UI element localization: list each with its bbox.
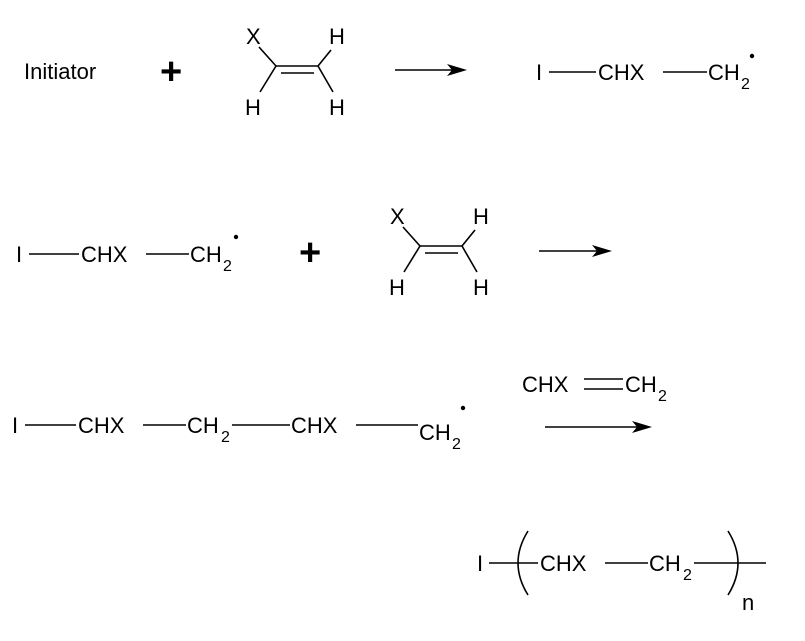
radical-dot [749, 53, 755, 59]
ch2-group: CH [649, 551, 681, 576]
right-bracket [727, 530, 739, 596]
monomer-h-atom: H [245, 95, 261, 120]
ch2-group: CH [190, 242, 222, 267]
initiator-i-atom: I [12, 413, 18, 438]
chx-group: CHX [540, 551, 587, 576]
subscript-2: 2 [223, 258, 232, 275]
initiator-i-atom: I [477, 551, 483, 576]
radical-dot [460, 405, 466, 411]
monomer-reagent: CHX CH 2 [522, 372, 667, 405]
single-bond [258, 46, 277, 67]
monomer-h-atom: H [389, 275, 405, 300]
vinyl-monomer: X H H H [389, 204, 489, 300]
chx-group: CHX [291, 413, 338, 438]
monomer-x-atom: X [390, 204, 405, 229]
monomer-x-atom: X [246, 24, 261, 49]
initiator-i-atom: I [536, 60, 542, 85]
vinyl-monomer: X H H H [245, 24, 345, 120]
radical-dot [233, 234, 239, 240]
plus-sign: + [299, 232, 321, 274]
chx-group: CHX [598, 60, 645, 85]
subscript-2: 2 [221, 429, 230, 446]
reaction-arrow [545, 421, 652, 433]
single-bond [259, 65, 277, 93]
step1-row: Initiator + X H H H I CHX CH 2 [24, 24, 755, 120]
monomer-h-atom: H [473, 204, 489, 229]
monomer-h-atom: H [329, 95, 345, 120]
plus-sign: + [160, 51, 182, 93]
step2-row: I CHX CH 2 + X H H H [16, 204, 612, 300]
subscript-2: 2 [683, 567, 692, 584]
subscript-2: 2 [452, 436, 461, 453]
initiator-i-atom: I [16, 242, 22, 267]
chx-group: CHX [522, 372, 569, 397]
single-bond [317, 49, 332, 67]
subscript-2: 2 [741, 76, 750, 93]
chx-group: CHX [78, 413, 125, 438]
initiator-label: Initiator [24, 59, 96, 84]
growing-chain: I CHX CH 2 CHX CH 2 [12, 405, 466, 453]
monomer-h-atom: H [473, 275, 489, 300]
reactant-radical: I CHX CH 2 [16, 234, 239, 275]
ch2-group: CH [187, 413, 219, 438]
step3-row: I CHX CH 2 CHX CH 2 CHX CH 2 [12, 372, 667, 453]
reaction-arrow [395, 64, 467, 76]
ch2-group: CH [708, 60, 740, 85]
left-bracket [517, 530, 529, 596]
product-radical: I CHX CH 2 [536, 53, 755, 93]
ch2-group: CH [625, 372, 657, 397]
subscript-2: 2 [658, 388, 667, 405]
step4-row: I CHX CH 2 n [477, 530, 766, 615]
repeat-count-n: n [742, 590, 754, 615]
single-bond [317, 65, 334, 93]
polymer-product: I CHX CH 2 n [477, 530, 766, 615]
reaction-arrow [539, 245, 612, 257]
monomer-h-atom: H [329, 24, 345, 49]
ch2-group: CH [419, 420, 451, 445]
chx-group: CHX [81, 242, 128, 267]
